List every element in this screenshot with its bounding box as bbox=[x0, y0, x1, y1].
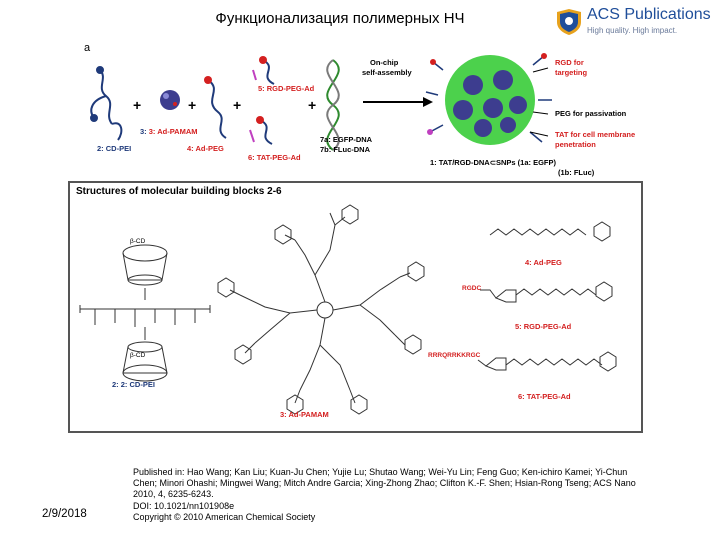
panel-letter: a bbox=[84, 42, 91, 54]
box-label-cd-pei: 2: 2: CD-PEI bbox=[112, 380, 155, 389]
rgd-peg-ad-structure bbox=[480, 281, 613, 303]
label-tat-peg-ad: 6: TAT-PEG-Ad bbox=[248, 153, 301, 162]
plus-sign: + bbox=[133, 97, 141, 113]
ad-pamam-structure bbox=[229, 212, 411, 404]
citation-line: Published in: Hao Wang; Kan Liu; Kuan-Ju… bbox=[133, 467, 628, 477]
label-beta-cd-bottom: β-CD bbox=[130, 352, 146, 359]
box-label-tat-peg-ad: 6: TAT-PEG-Ad bbox=[518, 392, 571, 401]
label-tat-penetration: TAT for cell membrane bbox=[555, 130, 636, 139]
plus-sign: + bbox=[233, 97, 241, 113]
citation-block: Published in: Hao Wang; Kan Liu; Kuan-Ju… bbox=[133, 467, 703, 523]
label-self-assembly: self-assembly bbox=[362, 68, 412, 77]
label-rgd-peg-ad: 5: RGD-PEG-Ad bbox=[258, 84, 315, 93]
label-product: 1: TAT/RGD-DNA⊂SNPs (1a: EGFP) bbox=[430, 158, 557, 167]
citation-line: 2010, 4, 6235-6243. bbox=[133, 489, 214, 500]
label-egfp-dna: 7a: EGFP-DNA bbox=[320, 135, 373, 144]
label-arrows bbox=[529, 67, 549, 137]
acs-shield-icon bbox=[557, 9, 581, 35]
label-ad-pamam: 3: 3: Ad-PAMAM bbox=[140, 127, 198, 136]
citation-copyright: Copyright © 2010 American Chemical Socie… bbox=[133, 511, 316, 522]
citation-line: Chen; Minori Ohashi; Mingwei Wang; Mitch… bbox=[133, 478, 636, 489]
plus-sign: + bbox=[188, 97, 196, 113]
publisher-tagline: High quality. High impact. bbox=[587, 26, 678, 35]
structures-box bbox=[68, 181, 643, 433]
citation-doi: DOI: 10.1021/nn101908e bbox=[133, 500, 235, 511]
structures-drawing bbox=[79, 204, 617, 415]
structures-box-title: Structures of molecular building blocks … bbox=[76, 186, 282, 197]
label-beta-cd-top: β-CD bbox=[130, 238, 146, 245]
self-assembly-arrow bbox=[363, 97, 433, 107]
adamantane-icons bbox=[217, 204, 425, 415]
acs-publications-logo: ACS Publications High quality. High impa… bbox=[555, 6, 715, 40]
label-fluc-dna: 7b: FLuc-DNA bbox=[320, 145, 370, 154]
box-label-rgd-peg-ad: 5: RGD-PEG-Ad bbox=[515, 322, 572, 331]
cd-pei-structure bbox=[79, 244, 211, 382]
label-product-2: (1b: FLuc) bbox=[558, 168, 595, 177]
supramolecular-nanoparticle bbox=[425, 53, 552, 145]
dna-helix bbox=[326, 59, 340, 151]
slide-date: 2/9/2018 bbox=[42, 508, 87, 520]
tat-peg-ad-structure bbox=[477, 351, 617, 372]
label-tat-penetration-2: penetration bbox=[555, 140, 596, 149]
label-ad-peg: 4: Ad-PEG bbox=[187, 144, 224, 153]
publisher-name: ACS Publications bbox=[587, 6, 711, 23]
scheme-figure: + + + + bbox=[90, 53, 552, 151]
box-label-ad-pamam: 3: Ad-PAMAM bbox=[280, 410, 329, 419]
box-label-tat-seq: RRRQRRKKRGC bbox=[428, 352, 481, 359]
label-on-chip: On-chip bbox=[370, 58, 399, 67]
label-peg-passivation: PEG for passivation bbox=[555, 109, 627, 118]
ad-peg-structure bbox=[489, 221, 611, 242]
box-label-rgdc: RGDC bbox=[462, 285, 482, 292]
rgd-peg-ad-molecule bbox=[249, 56, 275, 145]
label-rgd-targeting-2: targeting bbox=[555, 68, 588, 77]
plus-sign: + bbox=[308, 97, 316, 113]
ad-pamam-particle bbox=[160, 90, 180, 110]
ad-peg-molecule bbox=[204, 76, 227, 139]
label-cd-pei: 2: CD-PEI bbox=[97, 144, 132, 153]
cd-pei-molecule bbox=[90, 66, 123, 141]
label-rgd-targeting: RGD for bbox=[555, 58, 584, 67]
box-label-ad-peg: 4: Ad-PEG bbox=[525, 258, 562, 267]
slide-title: Функционализация полимерных НЧ bbox=[215, 10, 465, 27]
